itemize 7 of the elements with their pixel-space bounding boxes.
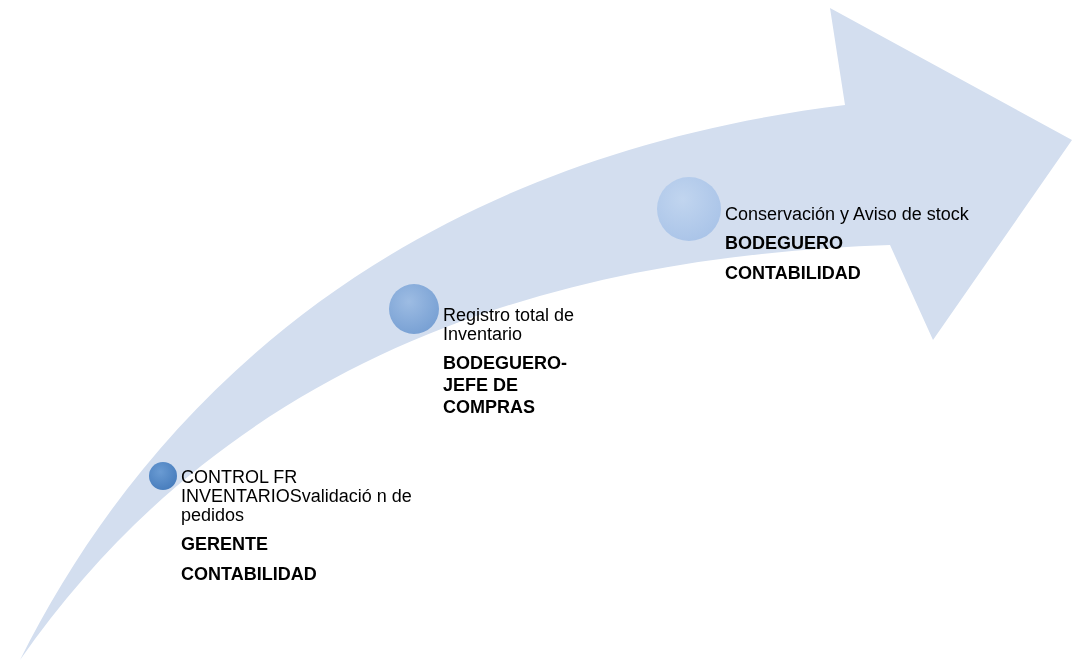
role-label: CONTABILIDAD (725, 262, 862, 284)
role-label: CONTABILIDAD (181, 563, 318, 585)
step-description: Conservación y Aviso de stock (725, 205, 970, 224)
step-description: CONTROL FR INVENTARIOSvalidació n de pedidos (181, 468, 413, 525)
role-label: BODEGUERO (725, 232, 844, 254)
role-label: GERENTE (181, 533, 269, 555)
step-description: Registro total de Inventario (443, 306, 576, 344)
